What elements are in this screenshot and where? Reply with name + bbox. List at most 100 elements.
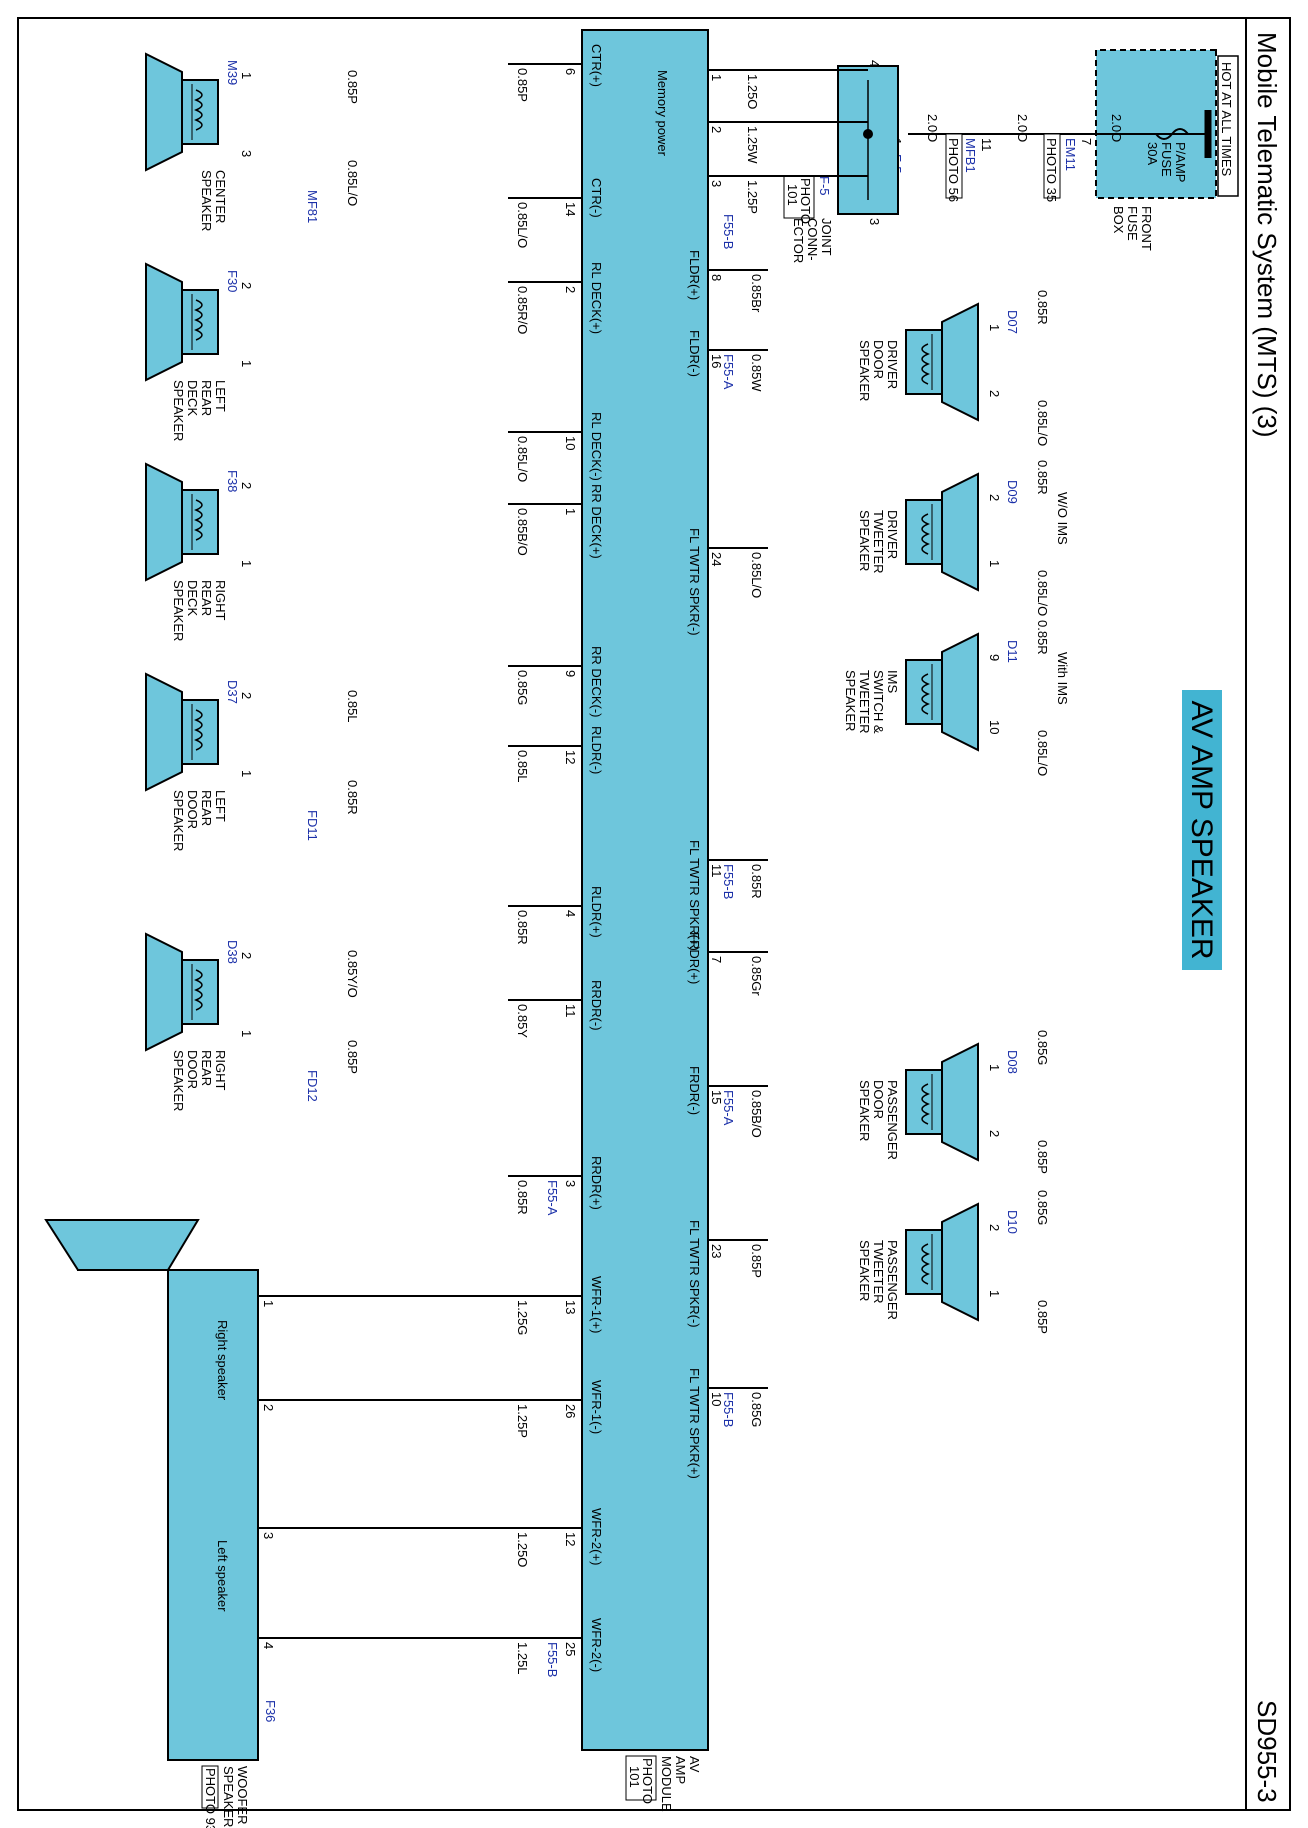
em11-photo: PHOTO 35 <box>1044 138 1059 202</box>
bottom-pin-name-7: RLDR(-) <box>589 726 604 774</box>
top-pin-7: 23 <box>709 1244 724 1258</box>
top-pin-8: 10 <box>709 1392 724 1406</box>
top-speaker-4-pin-a: 1 <box>987 1064 1002 1071</box>
top-wire-label-1: 0.85Br <box>749 274 764 313</box>
top-speaker-2-name-2: TWEETER <box>871 510 886 574</box>
top-pin-connector-6: F55-A <box>721 1090 736 1126</box>
top-speaker-2-wire-b: 0.85L/O <box>1035 570 1050 616</box>
woofer-photo: PHOTO 93 <box>203 1768 218 1828</box>
bottom-speaker-1-connector: M39 <box>225 60 240 85</box>
bottom-wire-label-12: 1.25P <box>515 1404 530 1438</box>
bottom-pin-10: 3 <box>563 1180 578 1187</box>
bottom-speaker-4-pin-b: 1 <box>239 770 254 777</box>
top-speaker-3-pin-a: 9 <box>987 654 1002 661</box>
bottom-pin-7: 12 <box>563 750 578 764</box>
top-speaker-1-name-2: DOOR <box>871 340 886 379</box>
top-speaker-3-name-2: SWITCH & <box>871 670 886 734</box>
bottom-wire-label-5: 0.85B/O <box>515 508 530 556</box>
speaker-icon <box>145 53 219 171</box>
woofer-pin-2: 2 <box>261 1404 276 1411</box>
bottom-wire-label-7: 0.85L <box>515 750 530 783</box>
top-speaker-1-wire-a: 0.85R <box>1035 290 1050 325</box>
bottom-speaker-5-name-2: REAR <box>199 1050 214 1086</box>
bottom-speaker-4-wire-b: 0.85R <box>345 780 360 815</box>
bottom-wire-label-14: 1.25L <box>515 1642 530 1675</box>
bottom-speaker-5-name-3: DOOR <box>185 1050 200 1089</box>
top-wire-label-3: 0.85L/O <box>749 552 764 598</box>
bottom-speaker-1-pin-b: 3 <box>239 150 254 157</box>
top-speaker-5-connector: D10 <box>1005 1210 1020 1234</box>
speaker-icon <box>905 1043 979 1161</box>
joint-label-2: CONN- <box>805 218 820 261</box>
hot-at-all-times-box <box>1217 55 1239 197</box>
speaker-icon <box>905 1203 979 1321</box>
bottom-pin-name-11: WFR-1(+) <box>589 1276 604 1333</box>
bottom-speaker-2-pin-b: 1 <box>239 360 254 367</box>
bottom-speaker-1-name-1: CENTER <box>213 170 228 223</box>
joint-name: F-5 <box>817 176 832 196</box>
top-speaker-2-pin-a: 2 <box>987 494 1002 501</box>
bottom-speaker-4-wire-a: 0.85L <box>345 690 360 723</box>
bottom-speaker-2-name-2: REAR <box>199 380 214 416</box>
bottom-pin-name-12: WFR-1(-) <box>589 1380 604 1434</box>
woofer-speaker: Right speaker Left speaker WOOFER SPEAKE… <box>44 1219 278 1828</box>
bottom-speaker-1-pin-a: 1 <box>239 72 254 79</box>
top-speaker-1-connector: D07 <box>1005 310 1020 334</box>
top-wire-label-8: 0.85G <box>749 1392 764 1427</box>
top-pin-name-3: FL TWTR SPKR(-) <box>687 528 702 636</box>
fuse-icon <box>1155 128 1189 140</box>
top-speaker-2-icon <box>905 473 979 591</box>
bottom-speaker-3-connector: F38 <box>225 470 240 492</box>
top-speaker-4-wire-b: 0.85P <box>1035 1140 1050 1174</box>
bottom-speaker-3-pin-a: 2 <box>239 482 254 489</box>
speaker-icon <box>145 673 219 791</box>
top-pin-connector-4: F55-B <box>721 864 736 899</box>
bottom-speaker-2-name-1: LEFT <box>213 380 228 412</box>
top-wire-label-5: 0.85Gr <box>749 956 764 996</box>
top-speaker-1-icon <box>905 303 979 421</box>
bottom-speaker-2-pin-a: 2 <box>239 282 254 289</box>
bottom-speaker-5-name-1: RIGHT <box>213 1050 228 1091</box>
top-pin-name-4: FL TWTR SPKR(+) <box>687 840 702 951</box>
bottom-wire-label-11: 1.25G <box>515 1300 530 1335</box>
bottom-speaker-4-name-2: REAR <box>199 790 214 826</box>
top-speaker-3-pin-b: 10 <box>987 720 1002 734</box>
bottom-speaker-2-connector: F30 <box>225 270 240 292</box>
bottom-pin-name-10: RRDR(+) <box>589 1156 604 1210</box>
top-speaker-3-wire-b: 0.85L/O <box>1035 730 1050 776</box>
bottom-speaker-3-name-1: RIGHT <box>213 580 228 621</box>
bottom-pin-3: 2 <box>563 286 578 293</box>
bottom-wire-label-6: 0.85G <box>515 670 530 705</box>
joint-pin-3: 3 <box>867 218 882 225</box>
woofer-pin-3: 3 <box>261 1532 276 1539</box>
bottom-wire-label-4: 0.85L/O <box>515 436 530 482</box>
wire-label-2-0o-b: 2.0O <box>1015 114 1030 142</box>
top-speaker-5-icon <box>905 1203 979 1321</box>
top-speakers: DRIVERDOORSPEAKERD07120.85R0.85L/ODRIVER… <box>843 290 1070 1334</box>
top-speaker-1-name-1: DRIVER <box>885 340 900 389</box>
top-speaker-5-wire-a: 0.85G <box>1035 1190 1050 1225</box>
hot-at-all-times-label: HOT AT ALL TIMES <box>1219 62 1234 176</box>
woofer-photo-box <box>201 1765 219 1809</box>
top-speaker-3-name-1: IMS <box>885 670 900 693</box>
bottom-wire-label-8: 0.85R <box>515 910 530 945</box>
joint-photo-num: 101 <box>785 184 800 206</box>
bottom-speaker-5-connector: D38 <box>225 940 240 964</box>
top-speaker-4-wire-a: 0.85G <box>1035 1030 1050 1065</box>
top-speaker-5-name-2: TWEETER <box>871 1240 886 1304</box>
bottom-pin-4: 10 <box>563 436 578 450</box>
bottom-wire-label-10: 0.85R <box>515 1180 530 1215</box>
top-pin-3: 24 <box>709 552 724 566</box>
bottom-pin-13: 12 <box>563 1532 578 1546</box>
top-speaker-5-name-3: SPEAKER <box>857 1240 872 1301</box>
bottom-pin-2: 14 <box>563 202 578 216</box>
bottom-wire-label-3: 0.85R/O <box>515 286 530 334</box>
mfb1-photo-box <box>945 133 963 199</box>
woofer-right-label: Right speaker <box>215 1320 230 1401</box>
memory-pin-2: 2 <box>709 126 724 133</box>
woofer-pin-1: 1 <box>261 1300 276 1307</box>
woofer-left-label: Left speaker <box>215 1540 230 1612</box>
